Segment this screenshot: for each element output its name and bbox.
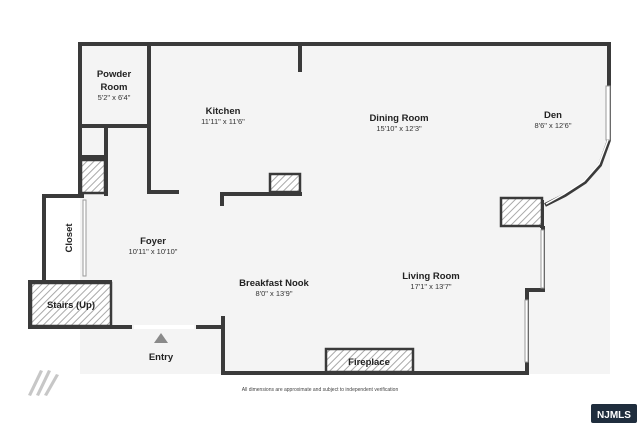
den-fireplace-box	[499, 196, 544, 228]
stairs: Stairs (Up)	[29, 281, 113, 328]
room-powder: Powder Room 5'2" x 6'4"	[97, 69, 132, 102]
stairs-label: Stairs (Up)	[47, 300, 95, 311]
entry-marker: Entry	[134, 325, 194, 363]
foyer-name: Foyer	[140, 236, 166, 247]
powder-room-dims: 5'2" x 6'4"	[98, 93, 131, 102]
kitchen-dims: 11'11" x 11'6"	[201, 117, 245, 126]
entry-label: Entry	[149, 352, 174, 363]
disclaimer-text: All dimensions are approximate and subje…	[242, 387, 399, 393]
room-breakfast-nook: Breakfast Nook 8'0" x 13'9"	[239, 278, 309, 298]
photographer-logo-icon	[28, 370, 59, 396]
fireplace: Fireplace	[324, 347, 415, 374]
room-den: Den 8'6" x 12'6"	[535, 110, 572, 130]
foyer-dims: 10'11" x 10'10"	[129, 247, 178, 256]
entry-arrow-icon	[154, 333, 168, 343]
dining-room-dims: 15'10" x 12'3"	[376, 124, 422, 133]
living-room-dims: 17'1" x 13'7"	[410, 282, 451, 291]
chimney-column-powder	[79, 158, 107, 195]
powder-room-name-line1: Powder	[97, 69, 132, 80]
room-closet: Closet	[64, 223, 75, 253]
den-dims: 8'6" x 12'6"	[535, 121, 572, 130]
closet-name: Closet	[64, 223, 75, 253]
fireplace-label: Fireplace	[348, 357, 390, 368]
windows	[82, 85, 611, 363]
powder-room-name-line2: Room	[101, 82, 128, 93]
living-room-name: Living Room	[402, 271, 460, 282]
room-living: Living Room 17'1" x 13'7"	[402, 271, 460, 291]
room-foyer: Foyer 10'11" x 10'10"	[129, 236, 178, 256]
dining-room-name: Dining Room	[369, 113, 428, 124]
njmls-badge: NJMLS	[591, 404, 637, 423]
kitchen-column	[268, 172, 302, 194]
room-dining: Dining Room 15'10" x 12'3"	[369, 113, 428, 133]
breakfast-nook-name: Breakfast Nook	[239, 278, 309, 289]
den-name: Den	[544, 110, 562, 121]
kitchen-name: Kitchen	[206, 106, 241, 117]
njmls-badge-text: NJMLS	[597, 410, 631, 421]
breakfast-nook-dims: 8'0" x 13'9"	[256, 289, 293, 298]
room-kitchen: Kitchen 11'11" x 11'6"	[201, 106, 245, 126]
